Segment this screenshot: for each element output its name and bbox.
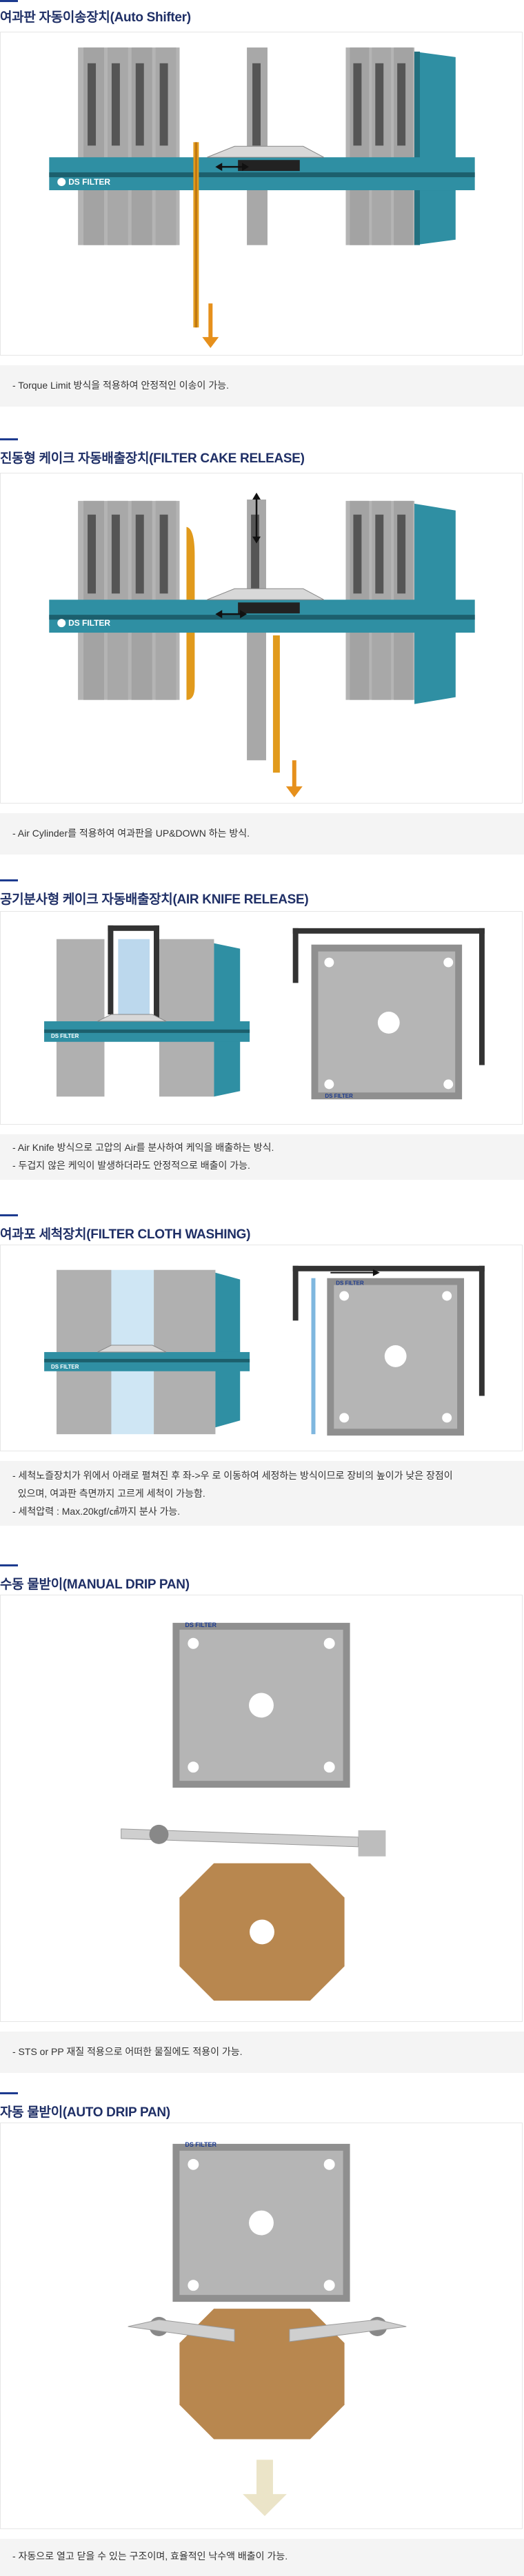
- section-accent: [0, 438, 18, 440]
- note-line: - Air Cylinder를 적용하여 여과판을 UP&DOWN 하는 방식.: [12, 828, 250, 839]
- washing-front-view: DS FILTER: [292, 1265, 485, 1436]
- note-box: - Air Cylinder를 적용하여 여과판을 UP&DOWN 하는 방식.: [0, 813, 524, 855]
- logo-text: DS FILTER: [51, 1364, 79, 1370]
- filter-plate: DS FILTER: [172, 1622, 350, 1788]
- air-knife-diagram: DS FILTER DS FILTER: [44, 925, 485, 1099]
- cake-pile: [179, 2309, 345, 2440]
- section-accent: [0, 879, 18, 881]
- figure-box: DS FILTER DS FILTER: [0, 911, 523, 1125]
- note-line: - 세척압력 : Max.20kgf/㎠까지 분사 가능.: [12, 1506, 181, 1517]
- filter-plate: DS FILTER: [172, 2141, 350, 2302]
- logo-text: DS FILTER: [336, 1280, 364, 1287]
- note-line: - Air Knife 방식으로 고압의 Air를 분사하여 케익을 배출하는 …: [12, 1142, 274, 1153]
- down-arrow: [243, 2460, 287, 2517]
- note-line: - Torque Limit 방식을 적용하여 안정적인 이송이 가능.: [12, 380, 229, 391]
- cake-pile: [179, 1863, 345, 2001]
- note-line: - STS or PP 재질 적용으로 어떠한 물질에도 적용이 가능.: [12, 2046, 243, 2057]
- down-arrow: [202, 303, 219, 349]
- section-title: 자동 물받이(AUTO DRIP PAN): [0, 2105, 170, 2120]
- left-plate-stack: [78, 47, 180, 245]
- shift-direction-arrow: [215, 163, 250, 172]
- ds-filter-logo: DS FILTER: [57, 177, 110, 187]
- auto-drip-pan-diagram: DS FILTER: [128, 2141, 407, 2517]
- section-accent: [0, 2092, 18, 2094]
- figure-box: DS FILTER: [0, 2123, 523, 2529]
- note-line: 있으며, 여과판 측면까지 고르게 세척이 가능함.: [12, 1488, 205, 1499]
- section-title: 여과포 세척장치(FILTER CLOTH WASHING): [0, 1227, 251, 1242]
- section-title: 여과판 자동이송장치(Auto Shifter): [0, 10, 191, 25]
- section-accent: [0, 1214, 18, 1216]
- note-line: - 자동으로 열고 닫을 수 있는 구조이며, 효율적인 낙수액 배출이 가능.: [12, 2551, 288, 2562]
- section-title: 공기분사형 케이크 자동배출장치(AIR KNIFE RELEASE): [0, 892, 309, 907]
- note-box: - Air Knife 방식으로 고압의 Air를 분사하여 케익을 배출하는 …: [0, 1134, 524, 1180]
- washing-side-view: DS FILTER: [44, 1269, 250, 1435]
- auto-drip-pan-flaps: [128, 2317, 407, 2342]
- logo-text: DS FILTER: [185, 1622, 216, 1628]
- note-box: - Torque Limit 방식을 적용하여 안정적인 이송이 가능.: [0, 365, 524, 407]
- air-knife-side-view: DS FILTER: [44, 925, 250, 1097]
- cake-release-diagram: DS FILTER: [49, 492, 475, 798]
- figure-box: DS FILTER: [0, 473, 523, 804]
- logo-text: DS FILTER: [68, 618, 110, 628]
- note-line: - 두겁지 않은 케익이 발생하더라도 안정적으로 배출이 가능.: [12, 1160, 250, 1171]
- logo-text: DS FILTER: [185, 2141, 216, 2148]
- shift-direction-arrow: [215, 610, 248, 619]
- updown-arrow: [252, 492, 261, 544]
- section-accent: [0, 1564, 18, 1566]
- figure-box: DS FILTER: [0, 1595, 523, 2022]
- cloth-washing-diagram: DS FILTER DS FILTER: [44, 1265, 485, 1436]
- down-arrow: [285, 760, 303, 798]
- ds-filter-logo: DS FILTER: [57, 618, 110, 628]
- logo-text: DS FILTER: [51, 1033, 79, 1039]
- note-box: - 세척노즐장치가 위에서 아래로 펼쳐진 후 좌->우 로 이동하여 세정하는…: [0, 1461, 524, 1526]
- air-knife-front-view: DS FILTER: [292, 928, 485, 1099]
- note-box: - 자동으로 열고 닫을 수 있는 구조이며, 효율적인 낙수액 배출이 가능.: [0, 2539, 524, 2576]
- auto-shifter-diagram: DS FILTER: [49, 47, 475, 349]
- figure-box: DS FILTER DS FILTER: [0, 1245, 523, 1451]
- section-title: 진동형 케이크 자동배출장치(FILTER CAKE RELEASE): [0, 451, 305, 466]
- note-box: - STS or PP 재질 적용으로 어떠한 물질에도 적용이 가능.: [0, 2032, 524, 2073]
- right-plate-stack: [345, 47, 456, 245]
- section-accent: [0, 0, 18, 2]
- falling-cake: [272, 635, 280, 773]
- logo-text: DS FILTER: [325, 1093, 353, 1099]
- manual-drip-pan-diagram: DS FILTER: [121, 1622, 386, 2001]
- note-line: - 세척노즐장치가 위에서 아래로 펼쳐진 후 좌->우 로 이동하여 세정하는…: [12, 1470, 453, 1481]
- drip-pan-tray: [121, 1824, 386, 1857]
- logo-text: DS FILTER: [68, 177, 110, 187]
- figure-box: DS FILTER: [0, 32, 523, 356]
- section-title: 수동 물받이(MANUAL DRIP PAN): [0, 1577, 190, 1592]
